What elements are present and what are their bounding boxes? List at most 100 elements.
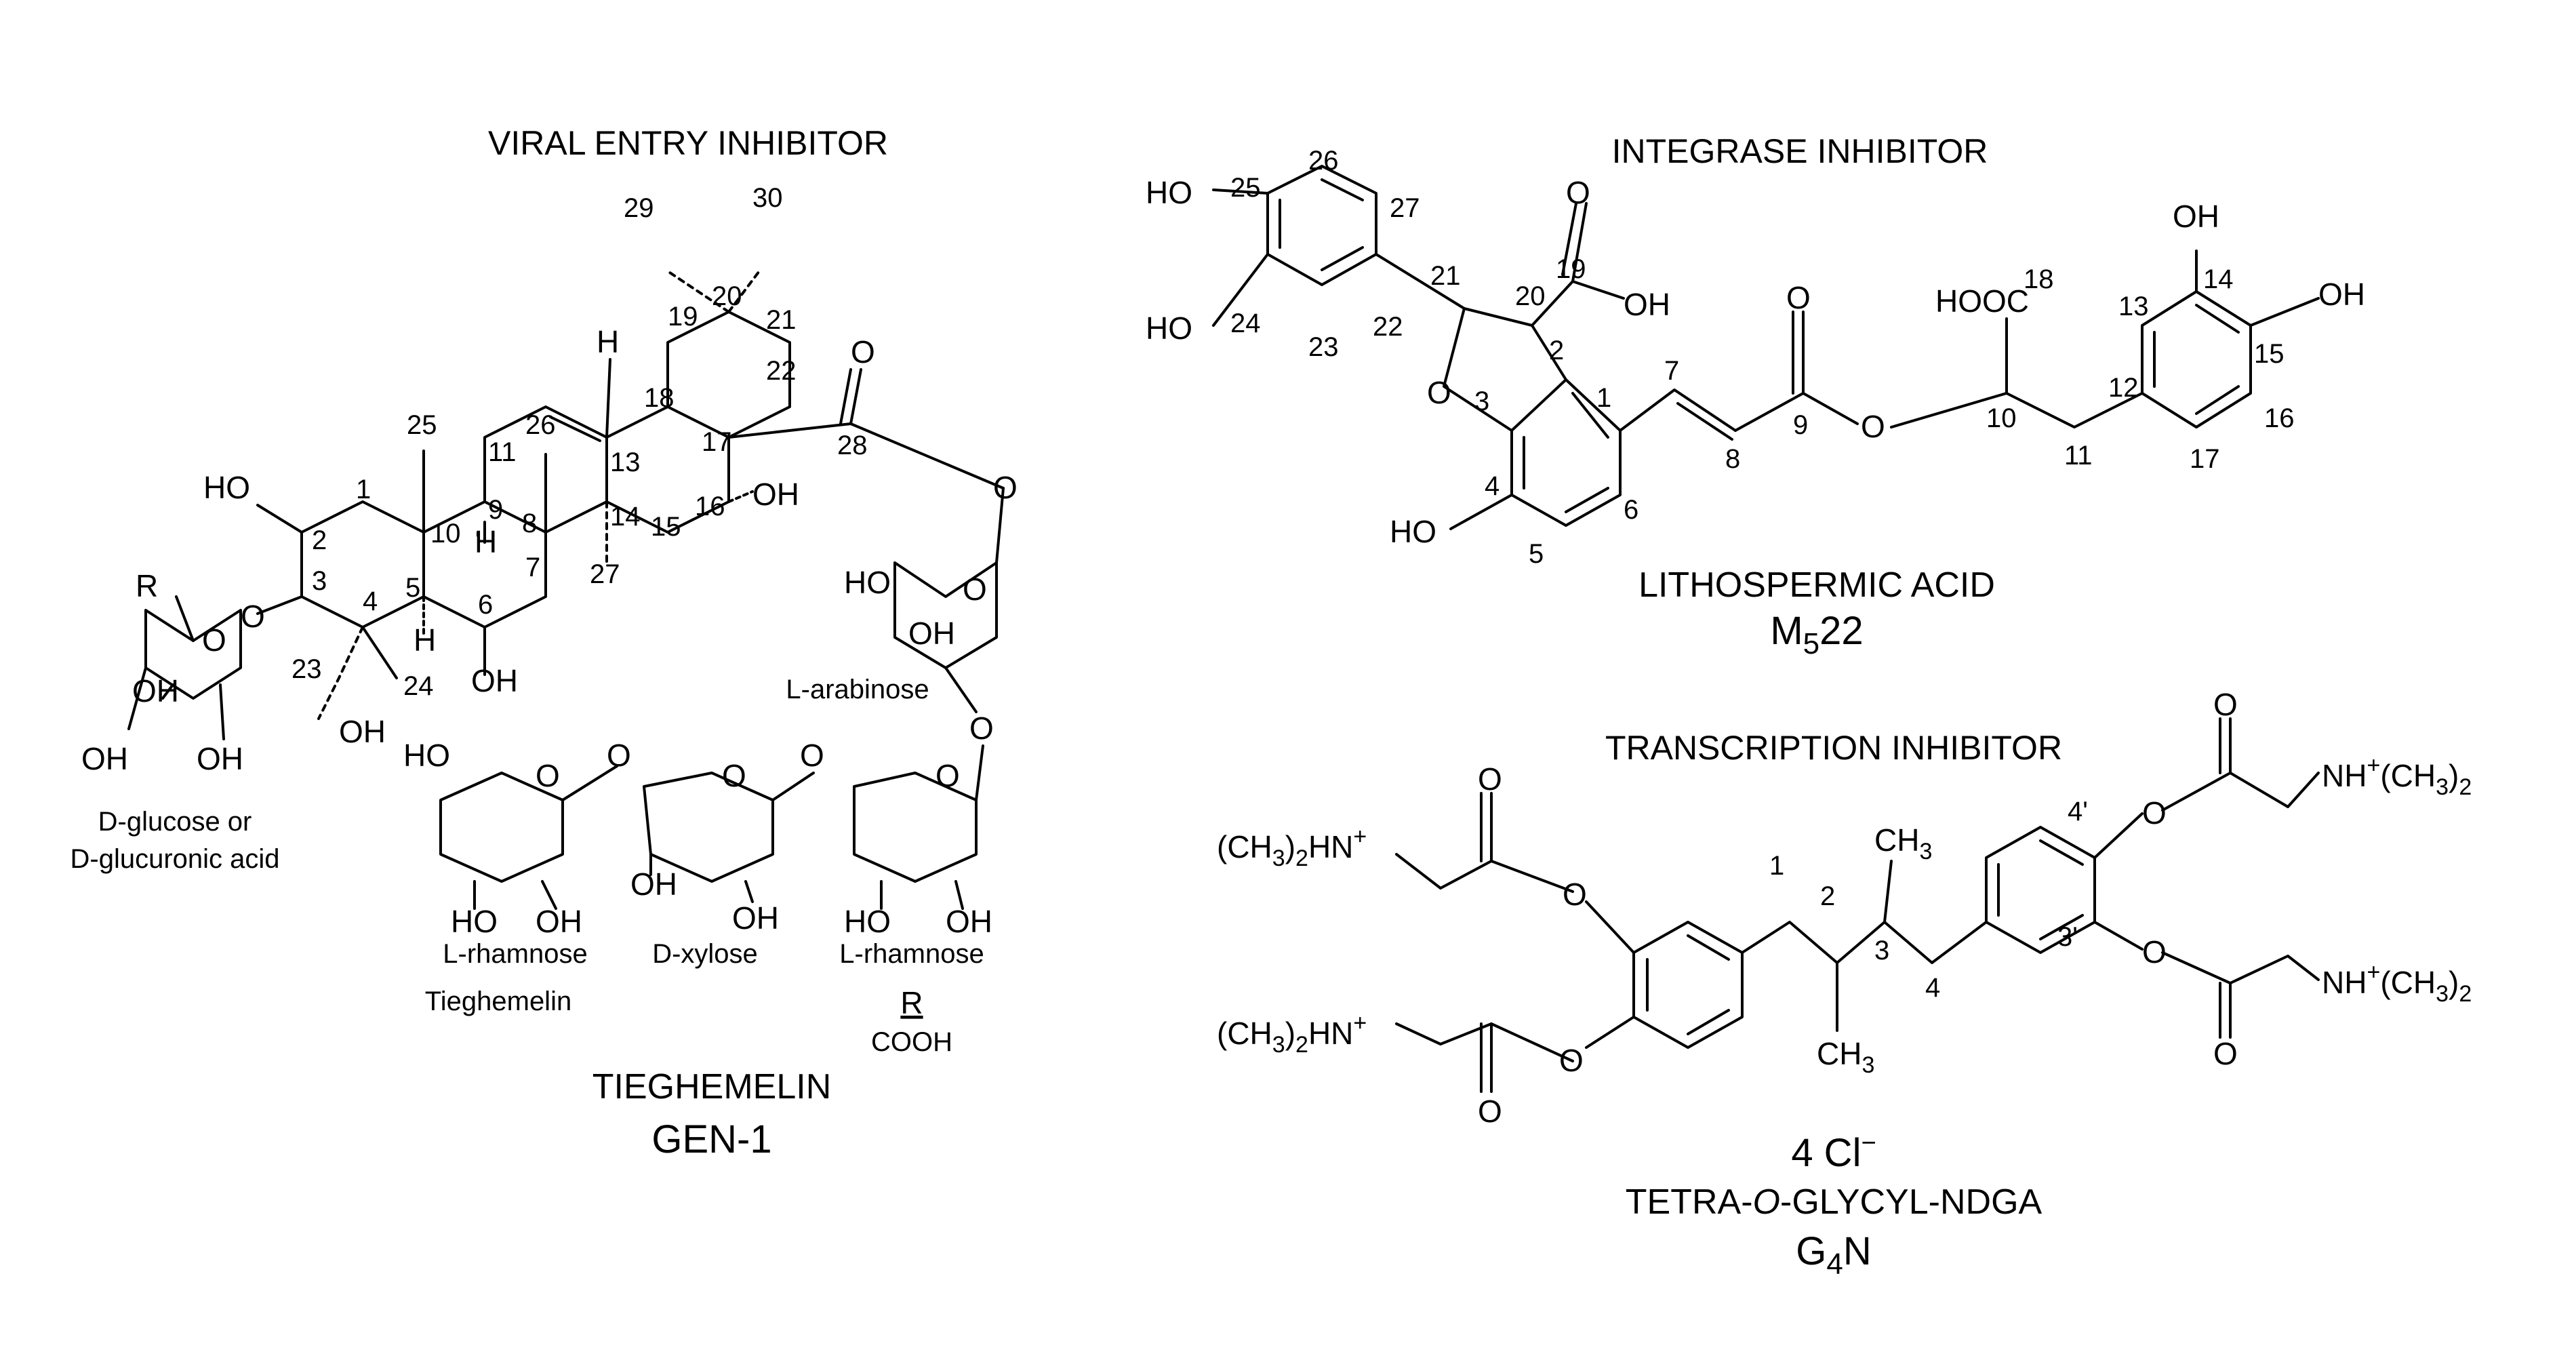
lith-locant-14: 14 (2203, 264, 2234, 294)
ester-o-label: O (993, 470, 1018, 505)
locant-17: 17 (702, 427, 732, 457)
lith-locant-15: 15 (2254, 339, 2285, 369)
lith-locant-4: 4 (1485, 471, 1500, 501)
rhamnose-2-ring: O O HO OH (800, 738, 992, 939)
lith-locant-2: 2 (1549, 336, 1564, 365)
ring-b (422, 500, 547, 629)
ndga-locant-4: 4 (1925, 973, 1940, 1003)
ring-c-double (549, 416, 601, 442)
integrase-header: INTEGRASE INHIBITOR (1612, 132, 1988, 170)
locant-27: 27 (590, 559, 620, 589)
c28-o-label: O (851, 334, 875, 370)
ndga-ester-o-1: O (1563, 877, 1587, 912)
c9-h-label: H (475, 524, 497, 559)
lith-ho4: HO (1390, 514, 1436, 549)
arabinose-oh: OH (908, 616, 955, 651)
arabinose-rhamnose-link-o: O (969, 711, 994, 746)
c18-h-bond (605, 358, 611, 439)
locant-10: 10 (430, 519, 461, 549)
c16-oh-bond (727, 490, 754, 503)
ring-c (483, 405, 608, 534)
transcription-header: TRANSCRIPTION INHIBITOR (1605, 729, 2062, 767)
rhamnose-1-ring: HO HO OH O (403, 738, 618, 939)
ndga-locant-3prime: 3' (2057, 922, 2078, 952)
rhamnose-2-ring-o: O (935, 758, 960, 793)
lith-hooc: HOOC (1935, 283, 2029, 319)
tieghemelin-skeleton (256, 270, 1005, 720)
ndga-compound-name: TETRA-O-GLYCYL-NDGA (1626, 1182, 2042, 1222)
lith-locant-26: 26 (1308, 146, 1339, 176)
locant-9: 9 (488, 495, 503, 525)
rhamnose-1-ring-o: O (536, 758, 560, 793)
locant-1: 1 (356, 475, 371, 504)
rhamnose-2-label: L-rhamnose (839, 939, 984, 969)
ndga-counterion: 4 Cl− (1791, 1129, 1876, 1175)
rhamnose-2-ho: HO (844, 904, 891, 939)
viral-entry-header: VIRAL ENTRY INHIBITOR (488, 124, 888, 162)
c28-carbonyl (849, 368, 862, 425)
lith-locant-13: 13 (2118, 292, 2149, 321)
locant-28: 28 (837, 431, 868, 460)
lith-locant-11: 11 (2064, 441, 2093, 471)
xylose-ring-o: O (722, 758, 746, 793)
rhamnose-1-ho2: HO (451, 904, 498, 939)
locant-13: 13 (610, 447, 641, 477)
lith-locant-19: 19 (1556, 254, 1586, 284)
tieghemelin-locants: 1 2 3 4 5 6 7 8 9 10 11 13 14 15 16 17 1… (291, 183, 868, 701)
c23-bond (317, 626, 364, 720)
rhamnose-2-oh: OH (946, 904, 992, 939)
lithospermic-locants: 1 2 3 4 5 6 7 8 9 10 11 12 13 14 15 16 1… (1230, 146, 2295, 569)
lith-acid-o: O (1566, 175, 1590, 210)
ndga-carbonyl-o-3: O (2213, 687, 2238, 722)
amine-right-bottom: NH+(CH3)2 (2322, 959, 2472, 1007)
xylose-label: D-xylose (652, 939, 758, 969)
glucose-label: D-glucose or (98, 807, 252, 837)
c6-oh-label: OH (471, 663, 518, 698)
ndga-locant-2: 2 (1820, 881, 1835, 911)
glucose-r-label: R (136, 568, 158, 603)
methyl-30 (727, 270, 761, 313)
rhamnose-1-label: L-rhamnose (443, 939, 587, 969)
locant-4: 4 (363, 586, 378, 616)
rhamnose-1-ho: HO (403, 738, 450, 773)
locant-6: 6 (478, 590, 493, 620)
lithospermic-acid-bonds (1212, 165, 2320, 530)
locant-5: 5 (405, 573, 420, 603)
c23-oh-label: OH (339, 714, 386, 749)
lith-locant-18: 18 (2024, 264, 2054, 294)
locant-2: 2 (312, 525, 327, 555)
ndga-bonds (1395, 717, 2320, 1093)
glucose-oh-1: OH (132, 673, 179, 709)
locant-7: 7 (525, 553, 540, 582)
ndga-carbonyl-o-4: O (2213, 1036, 2238, 1071)
lith-oh14: OH (2173, 199, 2219, 234)
lith-ring-o: O (1427, 375, 1451, 410)
locant-30: 30 (752, 183, 783, 213)
ndga-locant-3: 3 (1874, 936, 1889, 965)
xylose-ring: O O OH OH (607, 738, 815, 936)
r-key-label: R (900, 985, 923, 1020)
locant-25: 25 (407, 410, 437, 440)
lith-locant-27: 27 (1390, 193, 1420, 223)
c3-o-bond (256, 595, 303, 615)
glucose-oh-3: OH (197, 741, 243, 776)
lith-locant-17: 17 (2190, 444, 2220, 474)
locant-14: 14 (610, 502, 641, 532)
methyl-29 (666, 270, 730, 313)
lith-ester-o: O (1861, 409, 1885, 444)
integrase-panel: INTEGRASE INHIBITOR (1146, 132, 2365, 660)
lith-locant-7: 7 (1664, 356, 1679, 386)
lith-locant-6: 6 (1624, 495, 1638, 525)
lith-ho25: HO (1146, 175, 1192, 210)
c24-bond (361, 626, 398, 679)
lith-ho24: HO (1146, 311, 1192, 346)
c3-o-label: O (241, 599, 265, 634)
locant-8: 8 (522, 509, 537, 538)
link-o-2: O (800, 738, 824, 773)
arabinose-ring: HO OH O O (844, 487, 1005, 746)
ring-d (605, 405, 730, 534)
tieghemelin-sub-label: Tieghemelin (425, 986, 571, 1016)
c5-h-label: H (414, 622, 436, 658)
lith-oh15: OH (2318, 277, 2365, 312)
lith-locant-16: 16 (2264, 403, 2295, 433)
